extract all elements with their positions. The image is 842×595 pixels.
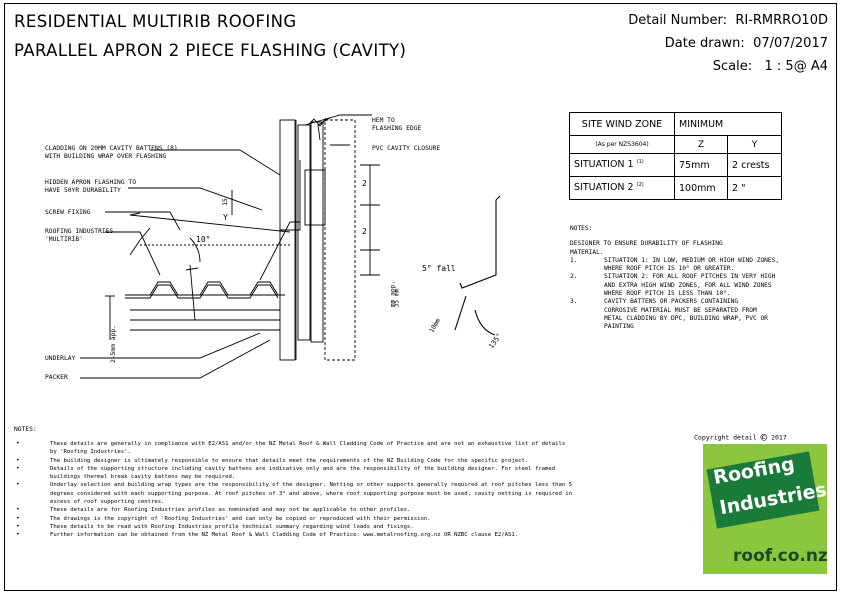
- copyright-text: Copyright detail: [694, 433, 757, 442]
- wind-col-y: Y: [727, 135, 782, 154]
- scale: Scale: 1 : 5@ A4: [713, 59, 828, 74]
- copyright: Copyright detail © 2017: [694, 431, 787, 444]
- pvc-cavity-closure: [304, 169, 326, 226]
- table-row: SITUATION 1 (1) 75mm 2 crests: [569, 153, 782, 177]
- right-notes-heading: NOTES:: [570, 225, 593, 232]
- detail-number: Detail Number: RI-RMRRO10D: [628, 13, 828, 28]
- copyright-year: 2017: [771, 433, 787, 442]
- detail-number-label: Detail Number:: [628, 13, 728, 28]
- wind-header-left: SITE WIND ZONE: [569, 112, 675, 136]
- label-hidden-apron: HIDDEN APRON FLASHING TO: [45, 179, 136, 186]
- screw-fixing: [189, 264, 196, 321]
- situation-2-sup: (2): [636, 182, 644, 189]
- table-row: SITUATION 2 (2) 100mm 2 ": [569, 176, 782, 200]
- right-note-text-2: SITUATION 2: FOR ALL ROOF PITCHES IN VER…: [604, 273, 776, 298]
- list-item: These details to be read with Roofing In…: [14, 523, 574, 532]
- notes-heading: NOTES:: [14, 426, 37, 433]
- date-drawn: Date drawn: 07/07/2017: [665, 36, 828, 51]
- right-note-num-1: 1.: [570, 256, 578, 264]
- label-pvc-closure: PVC CAVITY CLOSURE: [372, 145, 441, 152]
- title-line-2: PARALLEL APRON 2 PIECE FLASHING (CAVITY): [14, 41, 407, 60]
- situation-2: SITUATION 2 (2): [569, 176, 675, 200]
- label-hem: HEM TO: [372, 117, 395, 124]
- sheet-border: [4, 3, 837, 591]
- situation-1: SITUATION 1 (1): [569, 153, 675, 177]
- multirib-profile: [125, 281, 285, 296]
- right-note-num-2: 2.: [570, 273, 578, 281]
- scale-value: 1 : 5@ A4: [764, 59, 828, 74]
- situation-2-z: 100mm: [673, 176, 729, 200]
- label-screw-fixing: SCREW FIXING: [45, 209, 91, 216]
- right-notes: NOTES: DESIGNER TO ENSURE DURABILITY OF …: [570, 225, 820, 332]
- situation-2-y: 2 ": [727, 176, 782, 200]
- flashing-detail: [454, 195, 501, 336]
- list-item: Underlay selection and building wrap typ…: [14, 481, 574, 506]
- list-item: The building designer is ultimately resp…: [14, 457, 574, 466]
- roofing-industries-logo: Roofing Industries roof.co.nz: [703, 444, 828, 574]
- dim-gap-3: 2-5mm app.: [109, 325, 117, 363]
- right-note-text-1: SITUATION 1: IN LOW, MEDIUM OR HIGH WIND…: [604, 256, 780, 273]
- dim-fall: 5° fall: [422, 264, 456, 273]
- dim-2-upper: 2: [362, 179, 367, 188]
- situation-2-name: SITUATION 2: [574, 182, 634, 194]
- wind-col-z: Z: [673, 135, 729, 154]
- situation-1-sup: (1): [636, 159, 644, 166]
- date-drawn-value: 07/07/2017: [753, 36, 828, 51]
- wall-stud: [279, 119, 296, 361]
- right-notes-line-1: DESIGNER TO ENSURE DURABILITY OF FLASHIN…: [570, 240, 723, 248]
- label-packer: PACKER: [45, 374, 68, 381]
- label-underlay: UNDERLAY: [45, 355, 76, 362]
- right-note-num-3: 3.: [570, 298, 578, 306]
- label-cladding-2: WITH BUILDING WRAP OVER FLASHING: [45, 153, 167, 160]
- list-item: 3. CAVITY BATTENS OR PACKERS CONTAINING C…: [570, 298, 820, 331]
- list-item: Further information can be obtained from…: [14, 531, 574, 540]
- cladding: [310, 121, 324, 343]
- copyright-icon: ©: [760, 431, 768, 444]
- situation-1-name: SITUATION 1: [574, 159, 634, 171]
- situation-1-z: 75mm: [673, 153, 729, 177]
- wind-sub-left: (As per NZS3604): [569, 135, 675, 154]
- detail-number-value: RI-RMRRO10D: [735, 13, 828, 28]
- list-item: The drawings is the copyright of 'Roofin…: [14, 515, 574, 524]
- date-drawn-label: Date drawn:: [664, 36, 745, 51]
- list-item: These details are generally in complianc…: [14, 440, 574, 457]
- notes-list: These details are generally in complianc…: [14, 440, 574, 540]
- situation-1-y: 2 crests: [727, 153, 782, 177]
- right-notes-line-2: MATERIAL.: [570, 248, 604, 256]
- cavity-batten: [297, 124, 311, 341]
- dim-angle: 10°: [196, 235, 211, 244]
- label-hem-2: FLASHING EDGE: [372, 125, 422, 132]
- dim-y: Y: [223, 213, 228, 222]
- dim-15: 15: [221, 198, 229, 206]
- label-multirib: 'MULTIRIB': [45, 236, 83, 243]
- list-item: Details of the supporting structure incl…: [14, 465, 574, 482]
- label-roofing-industries: ROOFING INDUSTRIES: [45, 228, 114, 235]
- label-cladding: CLADDING ON 20mm CAVITY BATTENS (8): [45, 145, 178, 152]
- logo-url: roof.co.nz: [733, 546, 828, 566]
- dim-2-lower: 2: [362, 227, 367, 236]
- label-hidden-apron-2: HAVE 50yr DURABILITY: [45, 187, 121, 194]
- hidden-apron-flashing: [259, 221, 300, 281]
- list-item: 2. SITUATION 2: FOR ALL ROOF PITCHES IN V…: [570, 273, 820, 298]
- wind-zone-table: SITE WIND ZONE MINIMUM (As per NZS3604) …: [569, 112, 782, 200]
- list-item: These details are for Roofing Industries…: [14, 506, 574, 515]
- scale-label: Scale:: [712, 59, 753, 74]
- list-item: 1. SITUATION 1: IN LOW, MEDIUM OR HIGH WI…: [570, 257, 820, 274]
- dim-gap-2: 35 mm: [393, 288, 401, 308]
- title-line-1: RESIDENTIAL MULTIRIB ROOFING: [14, 12, 297, 31]
- wind-header-right: MINIMUM: [674, 112, 782, 136]
- right-note-text-3: CAVITY BATTENS OR PACKERS CONTAINING COR…: [604, 298, 768, 331]
